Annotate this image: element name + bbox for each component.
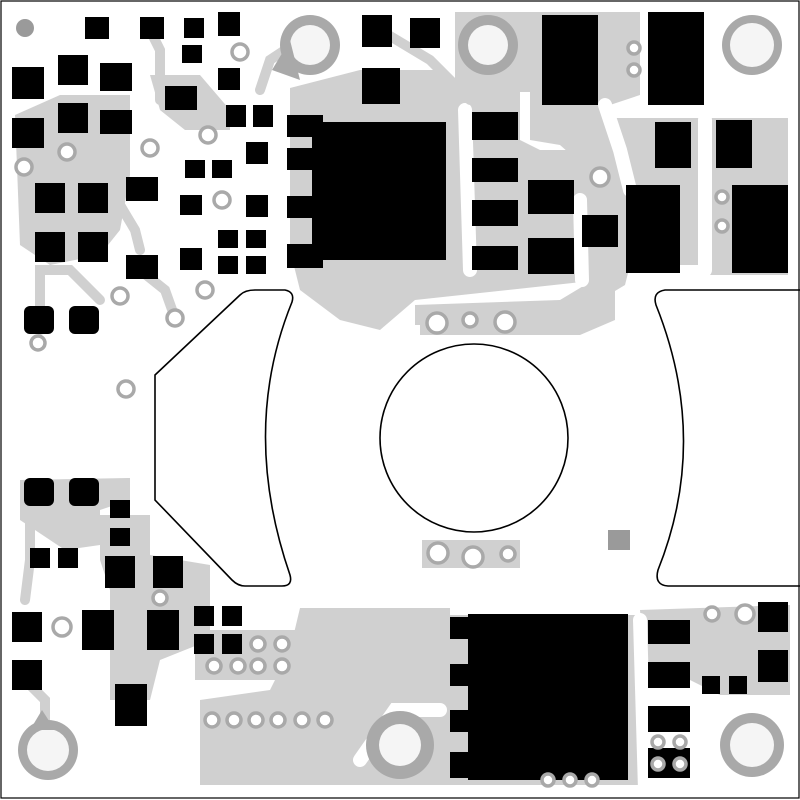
trace-2 (20, 505, 35, 605)
smd-pads (12, 12, 788, 780)
clearances (353, 98, 712, 797)
trace-6 (115, 200, 145, 255)
center-cutout (379, 343, 569, 533)
cutouts (154, 289, 800, 587)
ic-top-body (312, 122, 446, 260)
vias (14, 40, 756, 788)
clearance-1 (458, 103, 477, 277)
ic-bottom-body (468, 614, 628, 780)
fiducials (16, 19, 630, 550)
clearance-4 (633, 613, 652, 797)
trace-1 (35, 265, 105, 335)
trace-8 (375, 25, 475, 105)
clearance-3 (573, 193, 589, 287)
mounting-holes (18, 15, 784, 780)
left-crescent-cutout (154, 289, 294, 587)
right-notch-cutout (654, 289, 800, 587)
clearance-2 (598, 98, 637, 197)
trace-7 (255, 45, 290, 95)
